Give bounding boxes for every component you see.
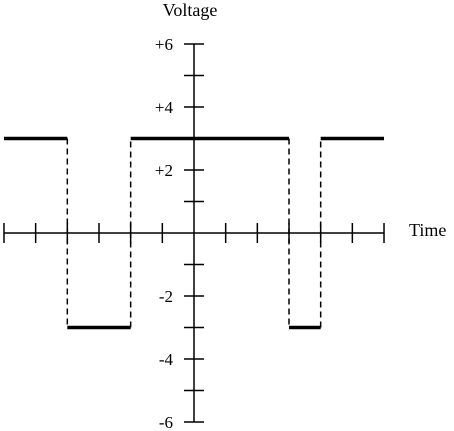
y-axis-label: Voltage: [163, 0, 218, 20]
y-ticks: [184, 43, 204, 423]
y-tick-label: -6: [159, 413, 173, 431]
y-tick-label: +4: [155, 98, 174, 117]
series-layer: [3, 136, 385, 330]
y-tick-label: +2: [155, 161, 173, 180]
y-tick-label: -4: [159, 350, 174, 369]
y-tick-label: +6: [155, 35, 173, 54]
y-tick-label: -2: [159, 287, 173, 306]
y-axis-group: +6 +4 +2 -2 -4 -6 Voltage: [155, 0, 217, 431]
x-axis-group: Time: [3, 220, 446, 243]
x-axis-label: Time: [409, 220, 446, 240]
y-tick-labels: +6 +4 +2 -2 -4 -6: [155, 35, 174, 431]
